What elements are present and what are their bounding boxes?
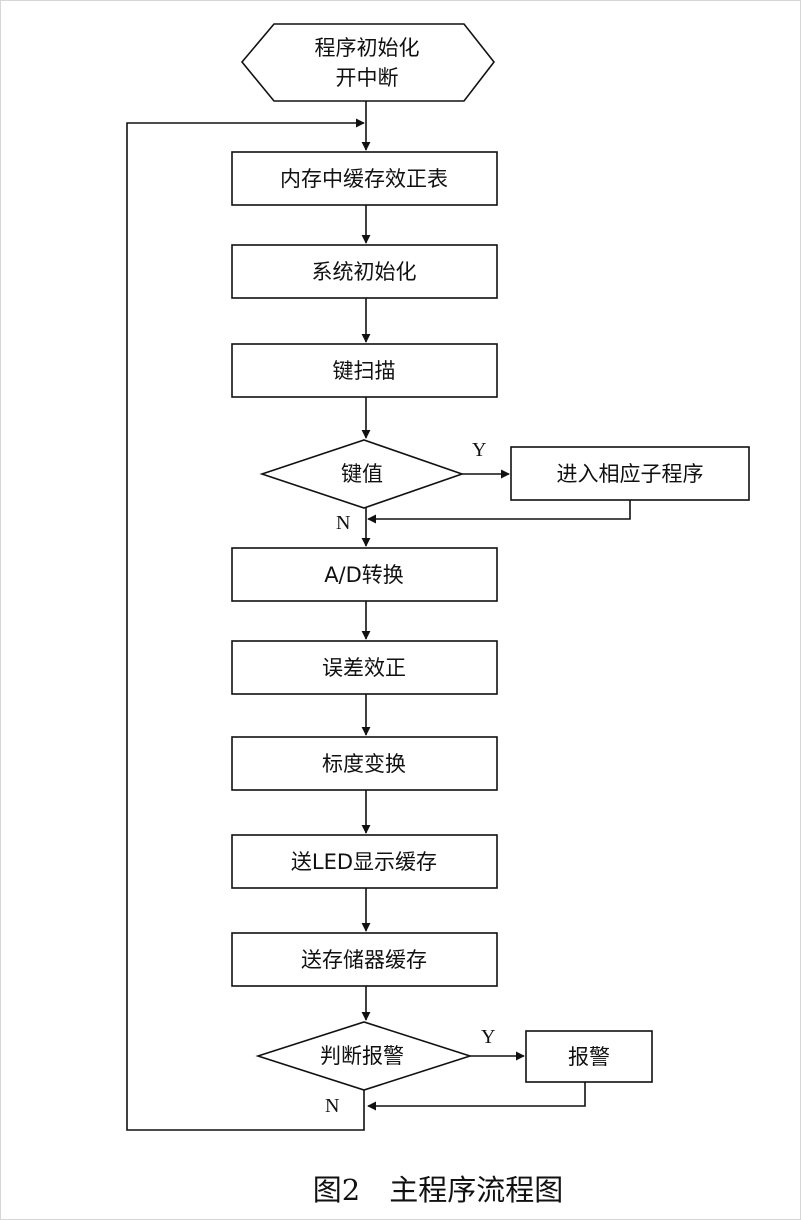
cache-table-box bbox=[231, 151, 498, 206]
scale-convert-box bbox=[231, 736, 498, 791]
key-yes-label: Y bbox=[472, 439, 486, 461]
send-storage-node: 送存储器缓存 bbox=[231, 932, 498, 987]
send-led-node: 送LED显示缓存 bbox=[231, 834, 498, 889]
alarm-no-label: N bbox=[325, 1095, 339, 1117]
judge-alarm-label: 判断报警 bbox=[320, 1044, 404, 1068]
ad-convert-label: A/D转换 bbox=[324, 563, 404, 587]
enter-subprogram-label: 进入相应子程序 bbox=[557, 462, 704, 486]
start-label-line2: 开中断 bbox=[336, 66, 399, 90]
edge-loop-back bbox=[126, 118, 365, 1131]
key-value-decision: 键值 bbox=[259, 439, 465, 509]
send-led-box bbox=[231, 834, 498, 889]
ad-convert-node: A/D转换 bbox=[231, 547, 498, 602]
system-init-label: 系统初始化 bbox=[312, 260, 417, 284]
edge-alarm-return bbox=[367, 1082, 586, 1111]
cache-table-node: 内存中缓存效正表 bbox=[231, 151, 498, 206]
start-label-line1: 程序初始化 bbox=[315, 36, 420, 60]
alarm-node: 报警 bbox=[525, 1030, 653, 1083]
send-storage-label: 送存储器缓存 bbox=[301, 948, 427, 972]
error-correct-node: 误差效正 bbox=[231, 640, 498, 695]
connectors bbox=[126, 101, 631, 1131]
enter-subprogram-box bbox=[510, 446, 750, 501]
figure-caption: 图2 主程序流程图 bbox=[313, 1173, 563, 1207]
send-storage-box bbox=[231, 932, 498, 987]
enter-subprogram-node: 进入相应子程序 bbox=[510, 446, 750, 501]
judge-alarm-decision: 判断报警 bbox=[255, 1021, 473, 1091]
key-value-label: 键值 bbox=[341, 462, 383, 486]
start-hexagon-shape bbox=[240, 23, 496, 102]
key-scan-label: 键扫描 bbox=[333, 359, 396, 383]
system-init-node: 系统初始化 bbox=[231, 244, 498, 299]
alarm-yes-label: Y bbox=[481, 1026, 495, 1048]
edge-subprogram-return bbox=[367, 500, 631, 524]
send-led-label: 送LED显示缓存 bbox=[291, 850, 437, 874]
ad-convert-box bbox=[231, 547, 498, 602]
alarm-box bbox=[525, 1030, 653, 1083]
start-node: 程序初始化 开中断 bbox=[240, 23, 496, 102]
alarm-label: 报警 bbox=[568, 1045, 610, 1069]
cache-table-label: 内存中缓存效正表 bbox=[280, 167, 448, 191]
key-no-label: N bbox=[336, 512, 350, 534]
scale-convert-node: 标度变换 bbox=[231, 736, 498, 791]
key-scan-box bbox=[231, 343, 498, 398]
error-correct-box bbox=[231, 640, 498, 695]
error-correct-label: 误差效正 bbox=[322, 656, 406, 680]
scale-convert-label: 标度变换 bbox=[322, 752, 406, 776]
key-scan-node: 键扫描 bbox=[231, 343, 498, 398]
system-init-box bbox=[231, 244, 498, 299]
